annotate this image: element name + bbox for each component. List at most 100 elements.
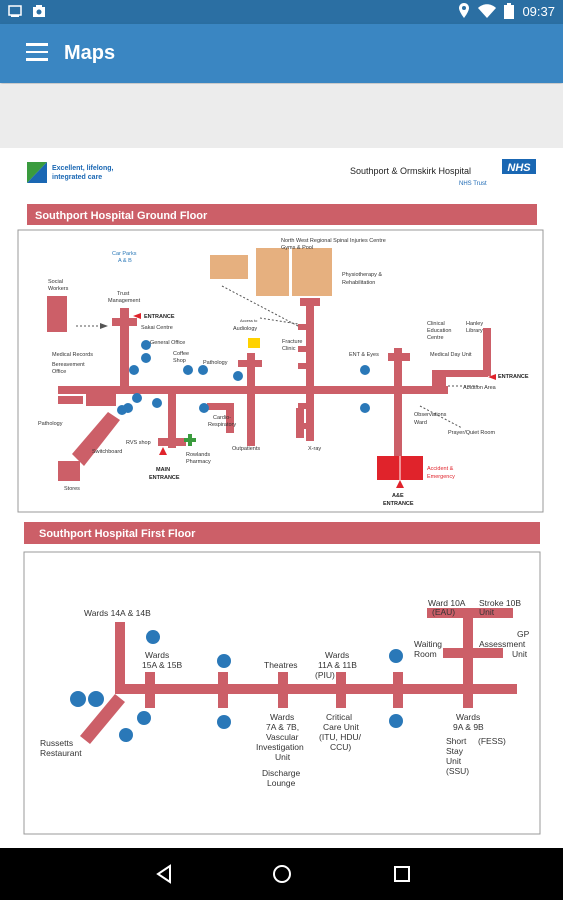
direction-arrows — [76, 285, 480, 429]
ground-floor-title: Southport Hospital Ground Floor — [35, 210, 208, 222]
label-waiting: Waiting — [414, 639, 442, 649]
label-wards-15ab: 15A & 15B — [142, 660, 183, 670]
label-prayer: Prayer/Quiet Room — [448, 430, 495, 436]
first-floor-title: Southport Hospital First Floor — [39, 528, 196, 540]
page-title: Maps — [64, 42, 116, 64]
label-ent-eyes: ENT & Eyes — [349, 352, 379, 358]
label-russetts: Russetts — [40, 738, 73, 748]
label-fess: (FESS) — [478, 736, 506, 746]
accessible-icon — [198, 365, 208, 375]
label-care-unit: Care Unit — [323, 722, 360, 732]
label-pathology-mid: Pathology — [203, 360, 228, 366]
label-shop: Shop — [173, 358, 186, 364]
label-ssu: (SSU) — [446, 766, 469, 776]
lift-icon — [119, 728, 133, 742]
label-outpatients: Outpatients — [232, 446, 260, 452]
label-investigation: Investigation — [256, 742, 304, 752]
entrance-right-arrow — [488, 374, 496, 380]
label-assessment: Assessment — [479, 639, 526, 649]
label-wards-15: Wards — [145, 650, 169, 660]
label-critical: Critical — [326, 712, 352, 722]
label-rehab: Rehabilitation — [342, 280, 375, 286]
label-fracture: Fracture — [282, 339, 302, 345]
entrance-top-arrow — [133, 313, 141, 319]
label-switchboard: Switchboard — [92, 449, 122, 455]
toilet-icon — [233, 371, 243, 381]
label-clinic: Clinic — [282, 346, 296, 352]
battery-icon — [504, 3, 515, 19]
label-stroke-unit: Unit — [479, 607, 495, 617]
block-ambulance — [210, 255, 248, 279]
label-stay: Stay — [446, 746, 464, 756]
label-wards-11ab: 11A & 11B — [318, 660, 357, 670]
label-entrance-right: ENTRANCE — [498, 374, 529, 380]
label-medical-day: Medical Day Unit — [430, 352, 472, 358]
lift-icon — [389, 649, 403, 663]
label-hanley: Hanley — [466, 321, 483, 327]
toilet-icon — [141, 353, 151, 363]
accessible-icon — [137, 711, 151, 725]
map-toolbar-area — [0, 84, 563, 148]
first-diagonal-corridor — [80, 694, 125, 744]
label-emergency: Emergency — [427, 474, 455, 480]
label-coffee: Coffee — [173, 351, 189, 357]
block-gyms-pool — [292, 248, 332, 296]
label-ssu-unit: Unit — [446, 756, 462, 766]
label-wards-11: Wards — [325, 650, 349, 660]
recents-icon[interactable] — [390, 862, 414, 886]
label-gp: GP — [517, 629, 530, 639]
label-management: Management — [108, 298, 141, 304]
label-wards-14: Wards 14A & 14B — [84, 608, 151, 618]
hospital-name: Southport & Ormskirk Hospital — [350, 166, 471, 176]
label-entrance-top: ENTRANCE — [144, 314, 175, 320]
pharmacy-cross-icon — [184, 434, 196, 446]
ground-icons — [117, 340, 370, 415]
status-bar: 09:37 — [0, 0, 563, 24]
app-bar: Maps — [0, 24, 563, 83]
label-main: MAIN — [156, 467, 170, 473]
label-ccu: CCU) — [330, 742, 351, 752]
label-short: Short — [446, 736, 467, 746]
label-general-office: General Office — [150, 340, 185, 346]
toilet-icon — [360, 365, 370, 375]
logo-line1: Excellent, lifelong, — [52, 165, 114, 172]
clock: 09:37 — [522, 3, 555, 19]
label-gyms-pool: Gyms & Pool — [281, 245, 313, 251]
label-xray: X-ray — [308, 446, 321, 452]
label-physio: Physiotherapy & — [342, 272, 382, 278]
label-audiology: Audiology — [233, 326, 257, 332]
label-medical-records: Medical Records — [52, 352, 93, 358]
home-icon[interactable] — [270, 862, 294, 886]
ae-entrance-arrow — [396, 480, 404, 488]
label-trust: Trust — [117, 291, 130, 297]
map-image[interactable]: Excellent, lifelong, integrated care Sou… — [0, 148, 563, 848]
label-wards-9ab: 9A & 9B — [453, 722, 484, 732]
label-bereavement: Bereavement — [52, 362, 85, 368]
label-workers: Workers — [48, 286, 69, 292]
lift-icon — [199, 403, 209, 413]
main-entrance-arrow — [159, 447, 167, 455]
ground-floor-header — [27, 204, 537, 225]
ground-floor-corridors — [47, 296, 491, 481]
label-pharmacy: Pharmacy — [186, 459, 211, 465]
label-wards-7: Wards — [270, 712, 294, 722]
menu-icon[interactable] — [26, 43, 48, 63]
location-icon — [459, 3, 470, 18]
label-vascular: Vascular — [266, 732, 299, 742]
label-wards-7ab: 7A & 7B, — [266, 722, 299, 732]
label-gp-unit: Unit — [512, 649, 528, 659]
nhs-trust: NHS Trust — [459, 181, 487, 187]
label-stores: Stores — [64, 486, 80, 492]
first-floor-header — [24, 522, 540, 544]
back-icon[interactable] — [152, 862, 176, 886]
label-observations: Observations — [414, 412, 447, 418]
toilet-icon — [88, 691, 104, 707]
accessible-icon — [360, 403, 370, 413]
label-rowlands: Rowlands — [186, 452, 210, 458]
label-wards-9: Wards — [456, 712, 480, 722]
block-spinal-centre — [256, 248, 289, 296]
label-cardio: Cardio- — [213, 415, 231, 421]
nhs-badge — [502, 159, 536, 174]
label-library: Library — [466, 328, 483, 334]
trust-logo: Excellent, lifelong, integrated care — [27, 162, 114, 183]
